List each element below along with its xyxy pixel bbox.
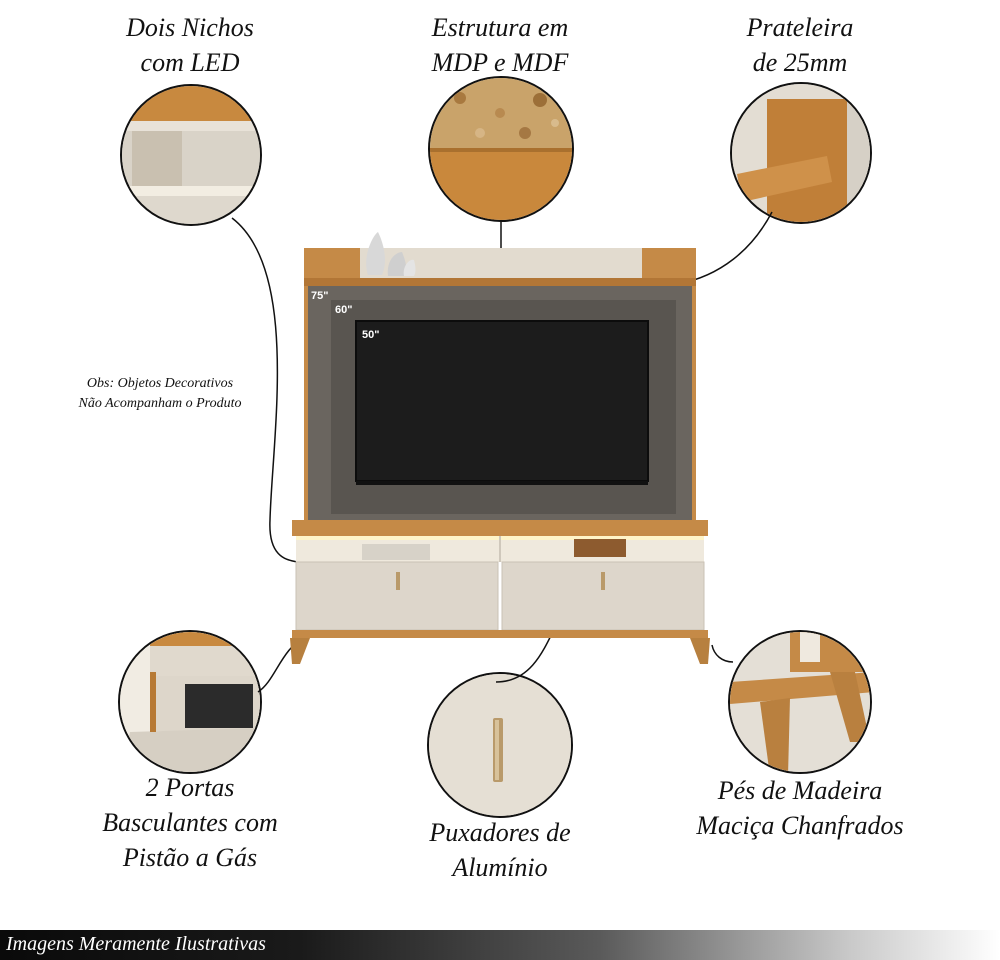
- vase-decor: [403, 259, 416, 276]
- decor-note: Obs: Objetos Decorativos Não Acompanham …: [50, 374, 270, 414]
- aluminium-handle-icon: [429, 674, 571, 816]
- foot-right: [690, 638, 710, 664]
- label-niches: Dois Nichos com LED: [90, 10, 290, 80]
- label-line: Prateleira: [746, 13, 854, 42]
- label-doors: 2 Portas Basculantes com Pistão a Gás: [60, 770, 320, 875]
- panel-shelf: [304, 278, 696, 286]
- feet-connector-line: [711, 644, 734, 663]
- box-decor: [574, 539, 626, 557]
- note-line: Obs: Objetos Decorativos: [86, 376, 234, 391]
- vase-decor: [366, 232, 385, 275]
- wooden-foot-icon: [730, 632, 870, 772]
- flip-door-detail-circle: [118, 630, 262, 774]
- label-line: 2 Portas: [145, 773, 235, 802]
- handle-right: [601, 572, 605, 590]
- handle-detail-circle: [427, 672, 573, 818]
- footer-text: Imagens Meramente Ilustrativas: [6, 933, 266, 955]
- books-decor: [362, 544, 430, 560]
- label-feet: Pés de Madeira Maciça Chanfrados: [660, 773, 940, 843]
- label-line: Alumínio: [452, 853, 548, 882]
- note-line: Não Acompanham o Produto: [78, 396, 242, 411]
- footer-bar: Imagens Meramente Ilustrativas: [0, 930, 1000, 960]
- mdp-mdf-detail-circle: [428, 76, 574, 222]
- rack-top: [292, 520, 708, 536]
- label-line: Pistão a Gás: [122, 843, 258, 872]
- label-line: MDP e MDF: [431, 48, 569, 77]
- led-niche-icon: [122, 86, 260, 224]
- label-line: Maciça Chanfrados: [696, 811, 904, 840]
- label-line: de 25mm: [752, 48, 848, 77]
- label-line: Pés de Madeira: [717, 776, 883, 805]
- rack-base: [292, 630, 708, 638]
- vase-decor: [387, 252, 407, 276]
- foot-detail-circle: [728, 630, 872, 774]
- label-line: Dois Nichos: [126, 13, 254, 42]
- handle-left: [396, 572, 400, 590]
- label-line: Basculantes com: [102, 808, 278, 837]
- label-handles: Puxadores de Alumínio: [390, 815, 610, 885]
- label-line: Puxadores de: [429, 818, 571, 847]
- tv-panel-rack: [231, 211, 773, 693]
- tv-screen: [355, 320, 649, 482]
- shelf-detail-circle: [730, 82, 872, 224]
- tv-bottom-bezel: [356, 481, 648, 485]
- flip-door-icon: [120, 632, 260, 772]
- tv-size-60: 60": [335, 304, 353, 316]
- mdp-mdf-texture-icon: [430, 78, 572, 220]
- niches-connector-line: [231, 217, 298, 563]
- tv-size-50: 50": [362, 329, 380, 341]
- foot-left: [290, 638, 310, 664]
- label-line: Estrutura em: [431, 13, 569, 42]
- tv-size-75: 75": [311, 290, 329, 302]
- led-niche-detail-circle: [120, 84, 262, 226]
- shelf-icon: [732, 84, 870, 222]
- label-structure: Estrutura em MDP e MDF: [400, 10, 600, 80]
- label-shelf: Prateleira de 25mm: [700, 10, 900, 80]
- label-line: com LED: [140, 48, 240, 77]
